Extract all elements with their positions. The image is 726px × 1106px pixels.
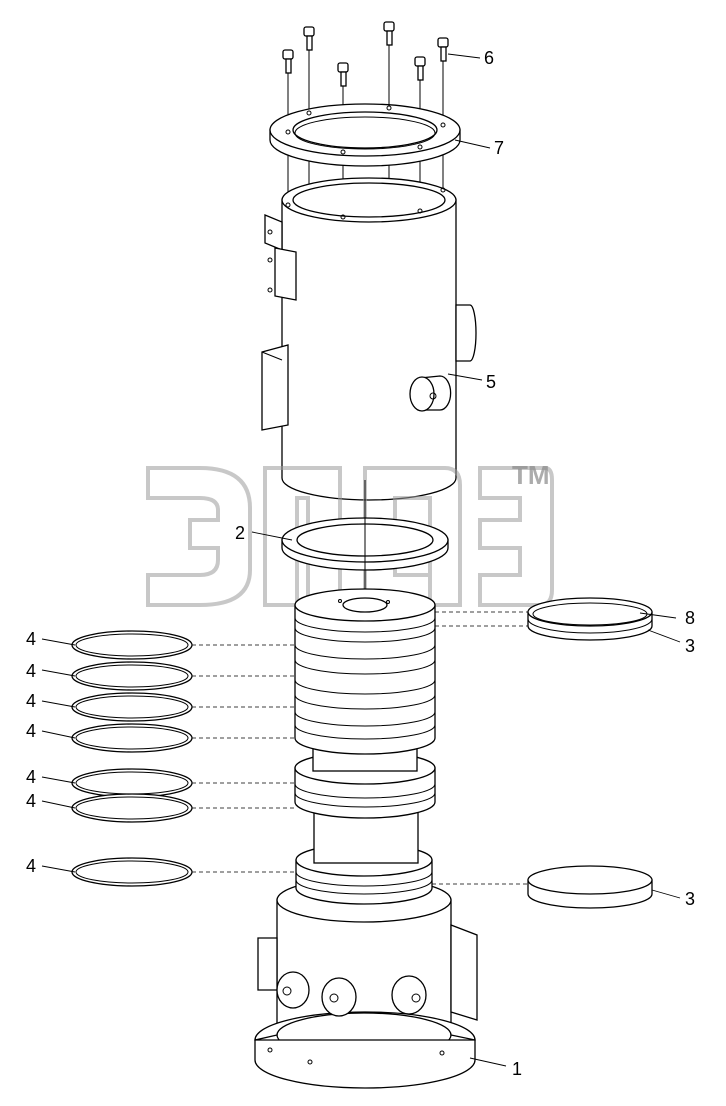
callout-labels: 6 7 5 2 8 3 4 4 4 4 4 4 4 3 1	[26, 48, 695, 1079]
callout-5: 5	[486, 372, 496, 392]
watermark-logo: TM	[146, 460, 554, 607]
callout-4: 4	[26, 767, 36, 787]
callout-4: 4	[26, 629, 36, 649]
bolt	[337, 62, 349, 87]
seal-bands-right	[527, 597, 653, 641]
seal-band-lower-right	[527, 865, 653, 909]
callout-7: 7	[494, 138, 504, 158]
callout-1: 1	[512, 1059, 522, 1079]
callout-6: 6	[484, 48, 494, 68]
callout-4: 4	[26, 791, 36, 811]
callout-4: 4	[26, 856, 36, 876]
bolt	[383, 21, 395, 46]
callout-4: 4	[26, 661, 36, 681]
callout-3-upper: 3	[685, 636, 695, 656]
callout-4: 4	[26, 691, 36, 711]
upper-housing	[261, 177, 477, 501]
bolt	[282, 49, 294, 74]
bolt	[303, 26, 315, 51]
center-spool	[254, 588, 478, 1089]
groove-leaders	[192, 611, 528, 885]
bolt	[414, 56, 426, 81]
callout-leaders	[41, 53, 681, 1067]
callout-4: 4	[26, 721, 36, 741]
callout-3-lower: 3	[685, 889, 695, 909]
o-rings-left	[71, 630, 193, 887]
watermark-trademark: TM	[512, 460, 550, 490]
callout-2: 2	[235, 523, 245, 543]
bolt	[437, 37, 449, 62]
top-flange	[269, 103, 461, 167]
callout-8: 8	[685, 608, 695, 628]
